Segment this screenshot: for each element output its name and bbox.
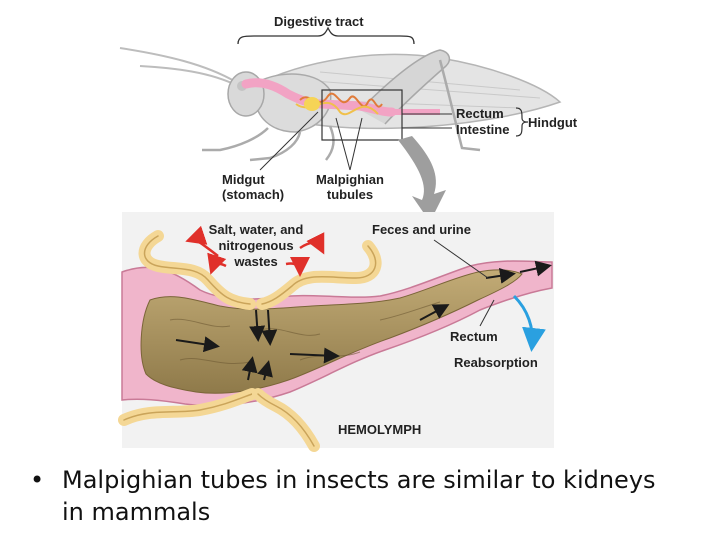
digestive-tract-brace	[237, 26, 415, 45]
label-hemolymph: HEMOLYMPH	[338, 422, 422, 437]
gut-detail	[121, 260, 553, 407]
label-reabsorption: Reabsorption	[454, 355, 538, 370]
label-wastes: wastes	[234, 254, 278, 269]
red-arrow-small-right	[285, 256, 310, 277]
hindgut-brace	[515, 107, 529, 137]
malpighian-leader-b	[349, 117, 363, 171]
label-feces-urine: Feces and urine	[372, 222, 471, 237]
grasshopper-illustration	[119, 47, 562, 162]
malpighian-tubules-detail	[118, 230, 382, 452]
label-rectum-detail: Rectum	[450, 329, 498, 344]
label-hindgut: Hindgut	[528, 115, 578, 130]
midgut-leader	[259, 111, 319, 171]
flow-arrows	[175, 260, 552, 381]
label-tubules: tubules	[326, 187, 374, 202]
rectum-detail-leader	[479, 299, 495, 327]
label-midgut: Midgut	[222, 172, 265, 187]
zoom-arrow	[398, 136, 446, 222]
label-digestive-tract: Digestive tract	[274, 14, 364, 29]
label-salt-water: Salt, water, and	[208, 222, 304, 237]
label-stomach: (stomach)	[222, 187, 285, 202]
bullet-point: • Malpighian tubes in insects are simila…	[30, 464, 670, 528]
feces-leader	[433, 239, 489, 279]
bullet-text: Malpighian tubes in insects are similar …	[62, 466, 656, 526]
label-nitrogenous: nitrogenous	[218, 238, 294, 253]
bullet-symbol: •	[30, 466, 45, 494]
label-rectum: Rectum	[456, 106, 504, 121]
red-arrow-small-left	[207, 252, 227, 275]
reabsorption-arrow	[512, 294, 546, 352]
malpighian-leader-a	[335, 117, 351, 171]
label-intestine: Intestine	[456, 122, 510, 137]
label-malpighian: Malpighian	[316, 172, 384, 187]
red-arrow-right	[299, 232, 325, 255]
